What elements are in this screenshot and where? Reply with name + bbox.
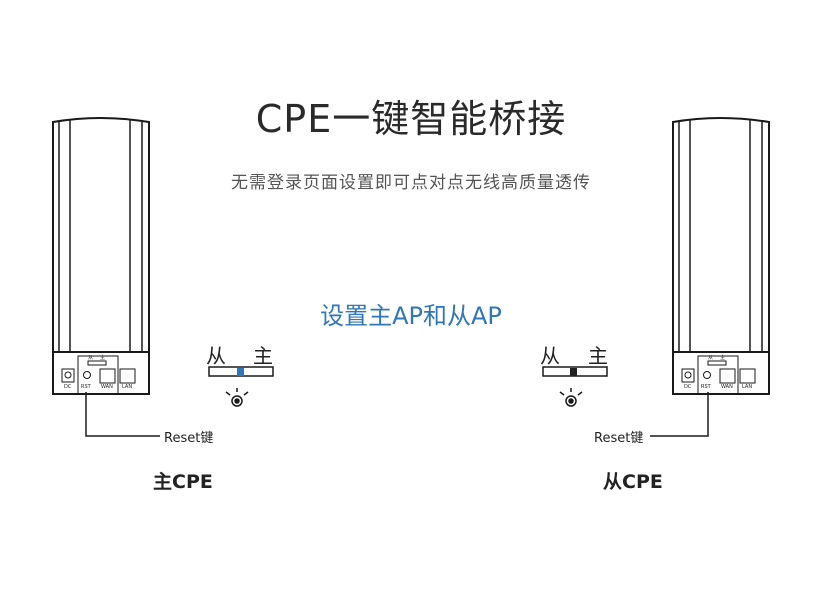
svg-text:RST: RST [701,384,712,390]
mode-left-label: 从 [88,355,93,361]
wan-port [99,368,116,384]
left-switch-label-slave: 从 [206,344,226,368]
right-reset-label: Reset键 [594,431,644,446]
right-cpe-device [672,117,770,395]
left-cpe-device [52,117,150,395]
section-title: 设置主AP和从AP [320,302,502,330]
svg-text:DC: DC [684,384,692,390]
mode-switch-housing [77,355,119,395]
rst-button[interactable] [83,371,91,379]
left-switch-knob[interactable] [237,368,244,376]
left-switch-label-master: 主 [253,344,273,368]
right-mode-switch [542,366,608,377]
svg-text:WAN: WAN [721,384,733,390]
left-reset-callout [85,392,160,437]
right-device-label: 从CPE [603,471,663,493]
page-title: CPE一键智能桥接 [255,97,567,141]
right-rst-button[interactable] [703,371,711,379]
right-switch-label-slave: 从 [540,344,560,368]
left-port-panel [61,355,136,395]
left-port-labels: DC RST WAN LAN 从 主 [64,354,132,390]
right-led-icon [559,388,583,407]
right-port-labels: DC RST WAN LAN 从 主 [684,354,752,390]
svg-text:从: 从 [708,355,713,361]
right-switch-label-master: 主 [588,344,608,368]
left-device-label: 主CPE [153,471,213,493]
left-mode-switch [208,366,274,377]
right-port-panel [681,355,756,395]
wan-label: WAN [101,384,113,390]
page-subtitle: 无需登录页面设置即可点对点无线高质量透传 [231,173,591,193]
dc-port [61,368,75,383]
rst-label: RST [81,384,92,390]
dc-label: DC [64,384,72,390]
left-led-icon [225,388,249,407]
left-reset-label: Reset键 [164,431,214,446]
mode-right-label: 主 [100,354,105,361]
lan-label: LAN [122,384,132,390]
right-switch-knob[interactable] [570,368,577,376]
svg-text:主: 主 [720,354,725,361]
lan-port [119,368,136,384]
right-reset-callout [650,392,709,437]
svg-text:LAN: LAN [742,384,752,390]
